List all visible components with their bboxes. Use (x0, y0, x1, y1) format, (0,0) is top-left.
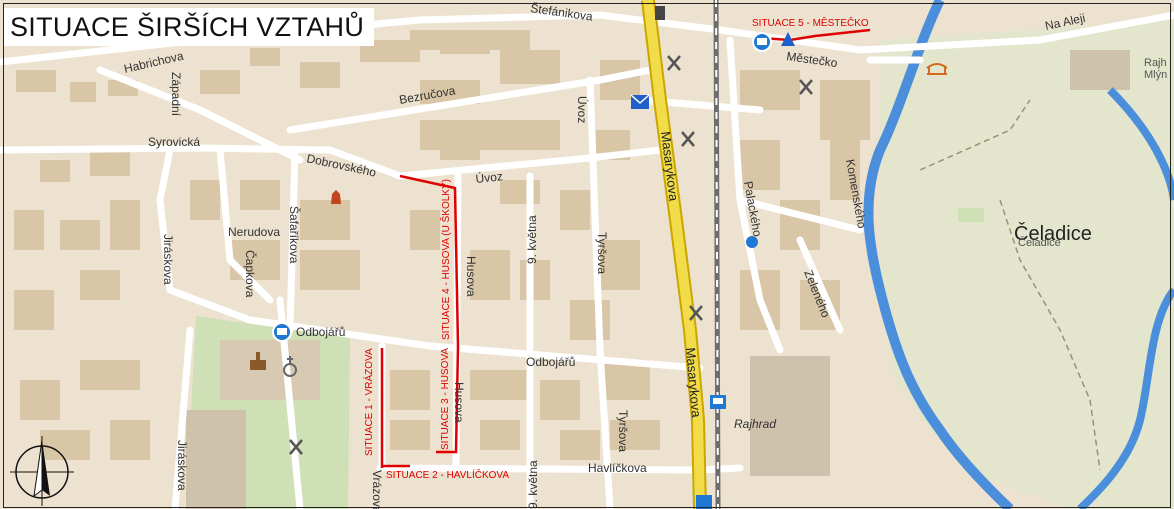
label-tyrsova-b: Tyršova (616, 410, 630, 452)
label-husova-a: Husova (464, 256, 478, 297)
situation-label-2: SITUACE 2 - HAVLÍČKOVA (386, 468, 509, 481)
label-kvetna-a: 9. května (525, 215, 539, 264)
situation-line-5 (759, 28, 871, 42)
map-pin-icon[interactable] (655, 6, 665, 20)
railway (713, 0, 721, 509)
label-uvoz-b: Úvoz (575, 96, 590, 123)
monument-icon[interactable] (781, 32, 795, 46)
bridge-icon[interactable] (926, 63, 948, 75)
label-celadice-big: Čeladice (1014, 222, 1092, 245)
page-title: SITUACE ŠIRŠÍCH VZTAHŮ (4, 8, 375, 46)
train-station-icon[interactable] (696, 495, 712, 509)
river (863, 0, 1174, 509)
label-rajhrad: Rajhrad (734, 417, 776, 431)
church-icon[interactable] (250, 352, 266, 370)
castle-icon[interactable] (331, 190, 341, 204)
label-jiraskova-b: Jiráskova (175, 440, 189, 491)
label-rajh-mlyn-a: Rajh (1144, 57, 1167, 69)
bus-stop-icon[interactable] (752, 32, 772, 52)
situation-lines (380, 28, 871, 468)
label-havlickova: Havlíčkova (588, 461, 647, 475)
label-vrazova: Vrázova (370, 470, 384, 509)
label-syrovicka: Syrovická (148, 135, 200, 149)
info-icon[interactable] (746, 236, 758, 248)
situation-label-1: SITUACE 1 - VRÁZOVA (362, 348, 375, 456)
situation-label-4: SITUACE 4 - HUSOVA (U ŠKOLKY) (439, 179, 452, 340)
situation-line-4 (399, 174, 460, 347)
label-masarykova-b: Masarykova (683, 347, 704, 419)
boundary-line (919, 99, 1101, 471)
label-safarikova: Šafaříkova (287, 206, 302, 264)
situation-line-3 (436, 345, 460, 454)
label-capkova: Čapkova (243, 250, 258, 298)
label-odbojaru-a: Odbojářů (296, 325, 345, 339)
label-nerudova: Nerudova (228, 225, 280, 239)
situation-labels: SITUACE 1 - VRÁZOVA SITUACE 2 - HAVLÍČKO… (362, 16, 869, 481)
situation-label-5: SITUACE 5 - MĚSTEČKO (752, 16, 869, 29)
restaurant-icon[interactable] (289, 55, 813, 455)
label-odbojaru-b: Odbojářů (526, 355, 575, 369)
label-uvoz-a: Úvoz (475, 168, 504, 186)
label-husova-b: Husova (452, 382, 466, 423)
bus-stop-icon[interactable] (272, 322, 292, 342)
chapel-icon[interactable] (283, 356, 297, 377)
label-rajh-mlyn-b: Mlýn (1144, 69, 1167, 81)
train-station-icon[interactable] (710, 395, 726, 409)
place-labels: Čeladice Čeladice Rajhrad Rajh Mlýn (734, 57, 1167, 431)
label-kvetna-b: 9. května (526, 460, 540, 509)
label-celadice-small: Čeladice (1018, 236, 1061, 249)
label-zapadni: Západní (169, 72, 183, 117)
situation-label-3: SITUACE 3 - HUSOVA (440, 348, 451, 450)
post-office-icon[interactable] (630, 94, 650, 109)
north-arrow-icon (10, 436, 74, 506)
label-tyrsova-a: Tyršova (595, 232, 609, 274)
label-jiraskova-a: Jiráskova (161, 234, 175, 285)
